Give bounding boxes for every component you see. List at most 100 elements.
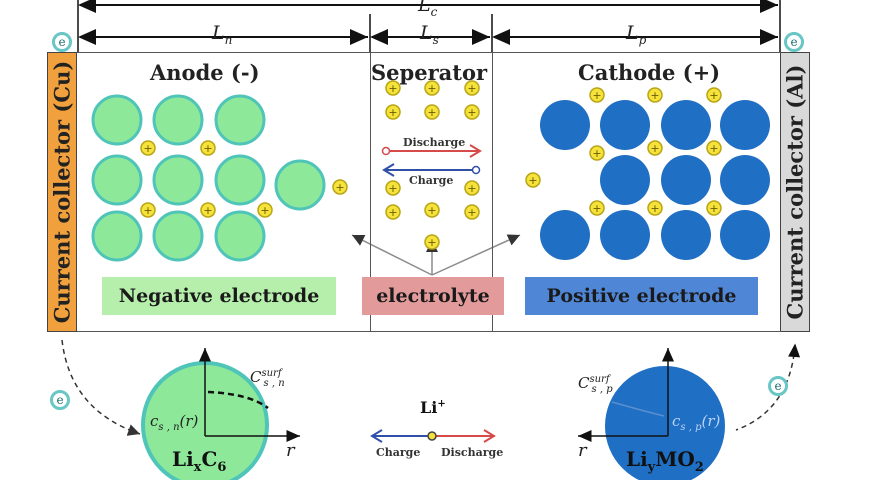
svg-text:+: + [592, 147, 601, 160]
svg-text:+: + [335, 181, 344, 194]
lithium-ion: + [257, 202, 273, 218]
lithium-ion: + [464, 104, 480, 120]
cathode-particle [600, 100, 650, 150]
lithium-ion: + [706, 140, 722, 156]
current-collector-al: Current collector (Al) [780, 52, 810, 332]
ln-label: Ln [212, 22, 233, 47]
cathode-region [492, 52, 781, 332]
lithium-ion: + [140, 202, 156, 218]
lithium-ion: + [589, 87, 605, 103]
svg-text:+: + [388, 206, 397, 219]
cs-n-r-label: cs , n(r) [150, 412, 199, 433]
lc-label: Lc [418, 0, 438, 19]
cathode-particle [600, 210, 650, 260]
lithium-ion: + [424, 202, 440, 218]
lithium-ion: + [385, 204, 401, 220]
svg-text:+: + [709, 89, 718, 102]
cathode-formula: LiyMO2 [626, 447, 704, 475]
svg-text:+: + [260, 204, 269, 217]
svg-text:+: + [650, 202, 659, 215]
lithium-ion: + [464, 80, 480, 96]
separator-region [370, 52, 493, 332]
bottom-charge-label: Charge [376, 446, 421, 459]
cathode-particle [720, 155, 770, 205]
anode-particle [274, 159, 326, 211]
positive-electrode-label: Positive electrode [525, 277, 758, 315]
negative-electrode-label: Negative electrode [102, 277, 336, 315]
cs-surf-p-label: Csurfs , p [578, 374, 613, 395]
anode-particle [91, 94, 143, 146]
lithium-ion: + [140, 140, 156, 156]
svg-text:+: + [388, 82, 397, 95]
lp-label: Lp [626, 22, 647, 47]
svg-text:+: + [709, 202, 718, 215]
r-axis-left: r [286, 440, 295, 461]
cs-surf-n-label: Csurfs , n [250, 368, 285, 389]
lithium-ion: + [424, 104, 440, 120]
lithium-ion: + [589, 145, 605, 161]
ls-label: Ls [420, 22, 439, 47]
svg-text:+: + [427, 236, 436, 249]
lithium-ion: + [647, 200, 663, 216]
lithium-ion: + [424, 80, 440, 96]
anode-particle [214, 94, 266, 146]
svg-text:+: + [427, 82, 436, 95]
svg-text:+: + [143, 204, 152, 217]
svg-text:+: + [467, 206, 476, 219]
anode-particle [152, 154, 204, 206]
svg-text:+: + [203, 142, 212, 155]
lithium-ion: + [200, 202, 216, 218]
cathode-particle [720, 100, 770, 150]
svg-text:+: + [388, 106, 397, 119]
discharge-label: Discharge [403, 136, 466, 149]
anode-region [77, 52, 371, 332]
svg-text:+: + [388, 182, 397, 195]
svg-text:+: + [528, 174, 537, 187]
svg-text:+: + [143, 142, 152, 155]
lithium-ion: + [464, 180, 480, 196]
svg-text:+: + [650, 142, 659, 155]
lithium-ion: + [706, 200, 722, 216]
cathode-particle [661, 155, 711, 205]
lithium-ion: + [200, 140, 216, 156]
lithium-ion: + [706, 87, 722, 103]
anode-particle [152, 210, 204, 262]
anode-particle [214, 210, 266, 262]
svg-text:+: + [709, 142, 718, 155]
cathode-particle [600, 155, 650, 205]
svg-text:+: + [592, 89, 601, 102]
bottom-discharge-label: Discharge [441, 446, 504, 459]
charge-label: Charge [409, 174, 454, 187]
lithium-ion: + [464, 204, 480, 220]
lithium-ion: + [385, 80, 401, 96]
li-plus-label: Li+ [420, 398, 446, 417]
lithium-ion: + [647, 140, 663, 156]
lithium-ion: + [385, 180, 401, 196]
cathode-particle [720, 210, 770, 260]
svg-text:+: + [467, 182, 476, 195]
cathode-heading: Cathode (+) [578, 60, 721, 85]
r-axis-right: r [578, 440, 587, 461]
anode-heading: Anode (-) [150, 60, 260, 85]
anode-particle [91, 154, 143, 206]
lithium-ion: + [647, 87, 663, 103]
svg-text:+: + [427, 106, 436, 119]
electron-icon-top-left: e [52, 32, 72, 52]
cathode-particle [540, 100, 590, 150]
cathode-particle [661, 210, 711, 260]
anode-particle [214, 154, 266, 206]
lithium-ion: + [424, 234, 440, 250]
lithium-ion: + [525, 172, 541, 188]
svg-text:+: + [467, 106, 476, 119]
svg-text:+: + [203, 204, 212, 217]
cathode-particle [540, 210, 590, 260]
lithium-ion: + [589, 200, 605, 216]
lithium-ion: + [385, 104, 401, 120]
electron-icon-bottom-left: e [50, 390, 70, 410]
electron-icon-top-right: e [784, 32, 804, 52]
cs-p-r-label: cs , p(r) [672, 412, 721, 433]
svg-text:+: + [650, 89, 659, 102]
cathode-large-particle [605, 366, 725, 480]
